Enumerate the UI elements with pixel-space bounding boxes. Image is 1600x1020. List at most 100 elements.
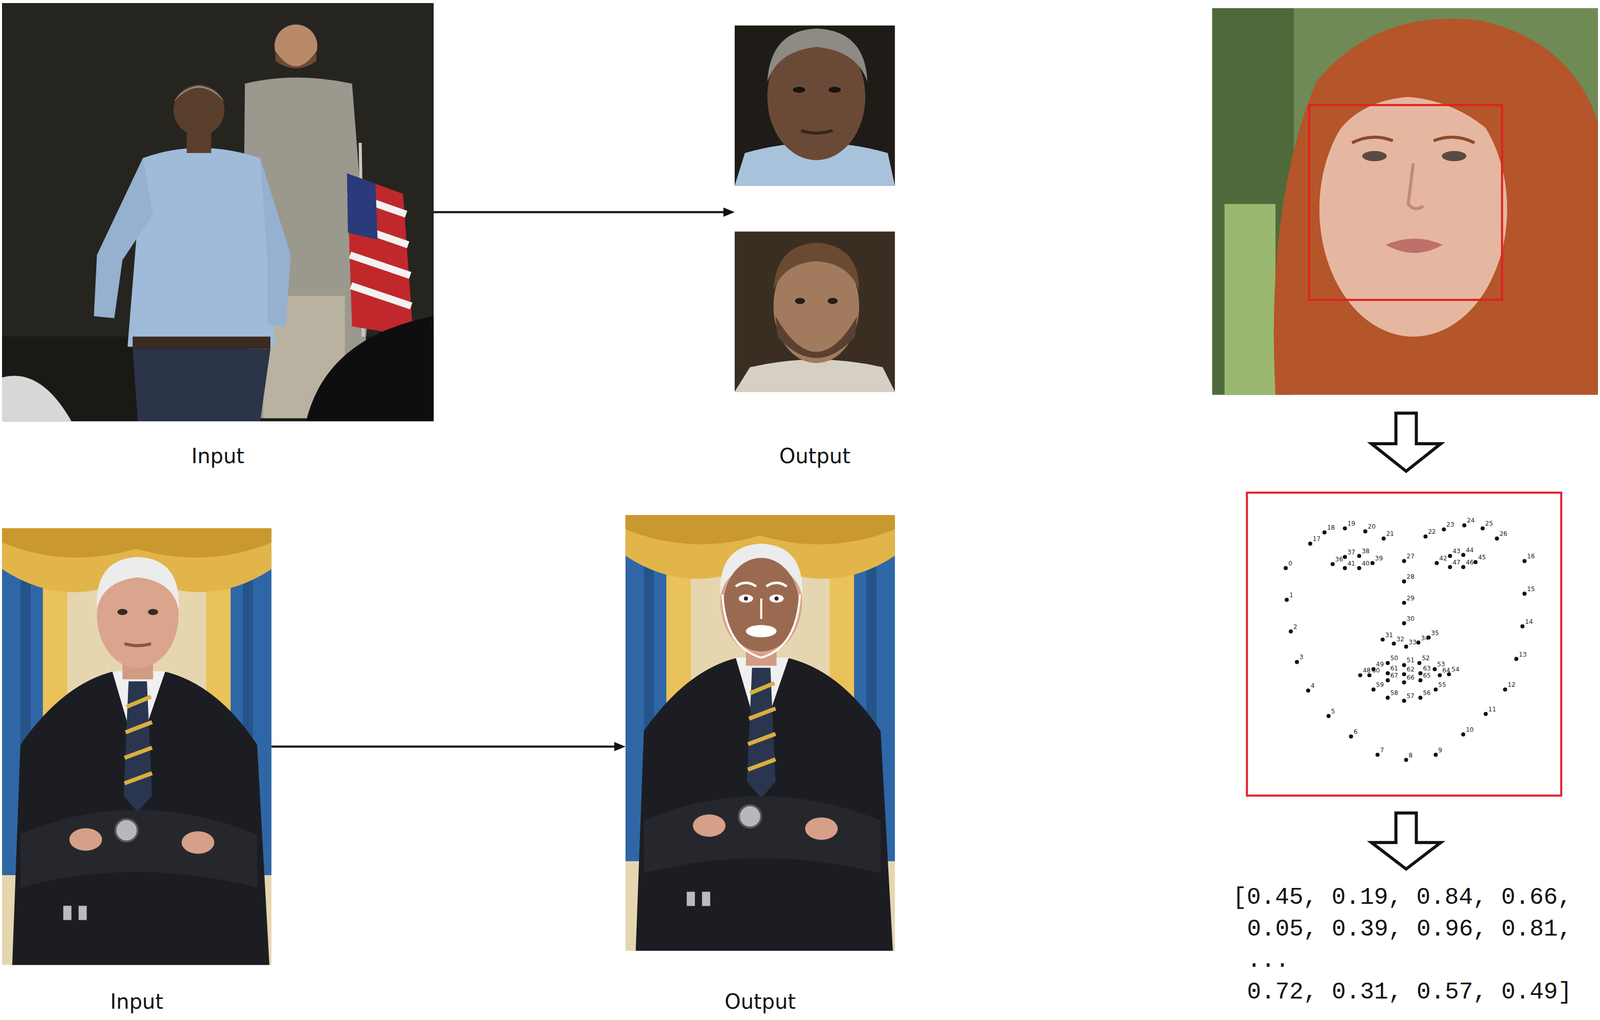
landmark-number: 8 bbox=[1408, 752, 1413, 760]
landmark-dot bbox=[1322, 530, 1327, 535]
caption: Input bbox=[2, 990, 272, 1014]
photo-shape bbox=[827, 297, 838, 305]
photo-shape bbox=[2, 528, 272, 966]
landmark-dot bbox=[1375, 753, 1380, 758]
landmark-dot bbox=[1441, 527, 1446, 532]
landmark-number: 42 bbox=[1439, 555, 1447, 563]
photo-shape bbox=[1352, 137, 1394, 143]
landmark-dot bbox=[1284, 598, 1289, 603]
photo-shape bbox=[766, 583, 787, 587]
landmark-number: 3 bbox=[1299, 654, 1304, 661]
photo-shape bbox=[1408, 163, 1424, 209]
landmark-dot bbox=[1447, 565, 1453, 570]
down-arrow bbox=[1371, 813, 1442, 870]
landmark-number: 38 bbox=[1361, 548, 1370, 556]
landmark-frame bbox=[1246, 493, 1562, 797]
photo-shape bbox=[275, 51, 317, 69]
landmark-number: 57 bbox=[1406, 693, 1415, 700]
landmark-number: 59 bbox=[1376, 681, 1384, 689]
landmark-number: 7 bbox=[1380, 747, 1385, 755]
photo-shape bbox=[735, 583, 757, 587]
photo-shape bbox=[734, 359, 895, 393]
landmark-dot bbox=[1357, 566, 1362, 571]
landmark-dot bbox=[1283, 566, 1288, 571]
landmark-number: 31 bbox=[1384, 632, 1393, 639]
landmark-dot bbox=[1342, 526, 1348, 531]
landmark-dot bbox=[1520, 624, 1525, 629]
landmark-dot bbox=[1483, 712, 1488, 717]
caption: Output bbox=[734, 444, 895, 468]
photo-shape bbox=[760, 599, 763, 620]
photo-shape bbox=[260, 158, 291, 327]
landmark-number: 61 bbox=[1390, 665, 1398, 673]
photo-shape bbox=[775, 316, 858, 359]
landmark-number: 1 bbox=[1289, 592, 1294, 600]
face-photo bbox=[1212, 8, 1598, 395]
face-crop bbox=[734, 25, 895, 186]
landmark-dot bbox=[1385, 671, 1390, 676]
landmark-number: 48 bbox=[1362, 667, 1371, 675]
landmark-number: 5 bbox=[1331, 708, 1336, 716]
landmark-number: 24 bbox=[1466, 517, 1475, 525]
face-crop bbox=[734, 231, 895, 392]
landmark-dots bbox=[1283, 523, 1527, 762]
vector-line: 0.05, 0.39, 0.96, 0.81, bbox=[1246, 915, 1572, 945]
landmark-number: 67 bbox=[1390, 672, 1398, 680]
landmark-dot bbox=[1288, 629, 1293, 634]
arrow-connector bbox=[433, 207, 735, 218]
photo-shape bbox=[132, 336, 271, 350]
photo-shape bbox=[132, 349, 271, 422]
landmark-dot bbox=[1480, 526, 1485, 531]
photo-shape bbox=[93, 158, 154, 319]
landmark-photo bbox=[625, 515, 895, 951]
vector-line: ... bbox=[1246, 946, 1290, 976]
image-panel: Output bbox=[625, 515, 895, 1019]
landmark-dot bbox=[1342, 555, 1348, 560]
landmark-number: 34 bbox=[1420, 635, 1429, 643]
photo-shape bbox=[795, 297, 806, 305]
landmark-dot bbox=[1418, 678, 1423, 683]
landmark-number: 55 bbox=[1438, 681, 1446, 689]
landmark-number: 28 bbox=[1406, 573, 1415, 581]
arrow-connector bbox=[271, 742, 626, 752]
landmark-dot bbox=[1417, 660, 1422, 666]
photo-shape bbox=[1224, 204, 1276, 396]
landmark-dot bbox=[1433, 753, 1438, 758]
landmark-dot bbox=[1330, 562, 1335, 567]
down-arrow bbox=[1371, 413, 1442, 472]
landmark-number: 35 bbox=[1431, 630, 1439, 637]
landmark-number: 43 bbox=[1452, 548, 1461, 556]
photo-shape bbox=[734, 25, 895, 186]
landmark-number: 63 bbox=[1422, 665, 1431, 673]
landmark-dot bbox=[1401, 672, 1406, 677]
landmark-number: 45 bbox=[1478, 554, 1486, 562]
landmark-dot bbox=[1385, 660, 1390, 666]
landmark-dot bbox=[1403, 758, 1408, 763]
photo-shape bbox=[1309, 104, 1503, 301]
landmark-number: 19 bbox=[1347, 520, 1356, 528]
landmark-number: 15 bbox=[1527, 586, 1535, 593]
landmark-number: 58 bbox=[1390, 690, 1398, 697]
landmark-dot bbox=[1385, 695, 1390, 700]
landmark-number: 9 bbox=[1438, 747, 1443, 755]
landmark-number: 47 bbox=[1452, 559, 1461, 567]
photo-shape bbox=[743, 596, 749, 602]
landmark-dot bbox=[1447, 553, 1453, 559]
landmark-number: 52 bbox=[1421, 655, 1430, 663]
landmark-dot bbox=[1401, 559, 1406, 564]
landmark-number: 29 bbox=[1406, 595, 1415, 603]
photo-shape bbox=[1362, 151, 1388, 162]
landmark-number: 13 bbox=[1519, 651, 1527, 659]
landmark-number: 0 bbox=[1288, 560, 1293, 568]
landmark-number: 21 bbox=[1385, 530, 1394, 538]
photo-shape bbox=[127, 147, 276, 348]
landmark-number: 33 bbox=[1408, 639, 1417, 647]
landmark-dot bbox=[1391, 642, 1396, 647]
landmark-dot bbox=[1385, 678, 1390, 683]
landmark-number: 36 bbox=[1335, 556, 1343, 564]
arrow-line bbox=[433, 211, 725, 214]
landmark-dot bbox=[1432, 667, 1437, 672]
landmark-number: 27 bbox=[1406, 553, 1415, 561]
landmark-dot bbox=[1401, 663, 1406, 668]
